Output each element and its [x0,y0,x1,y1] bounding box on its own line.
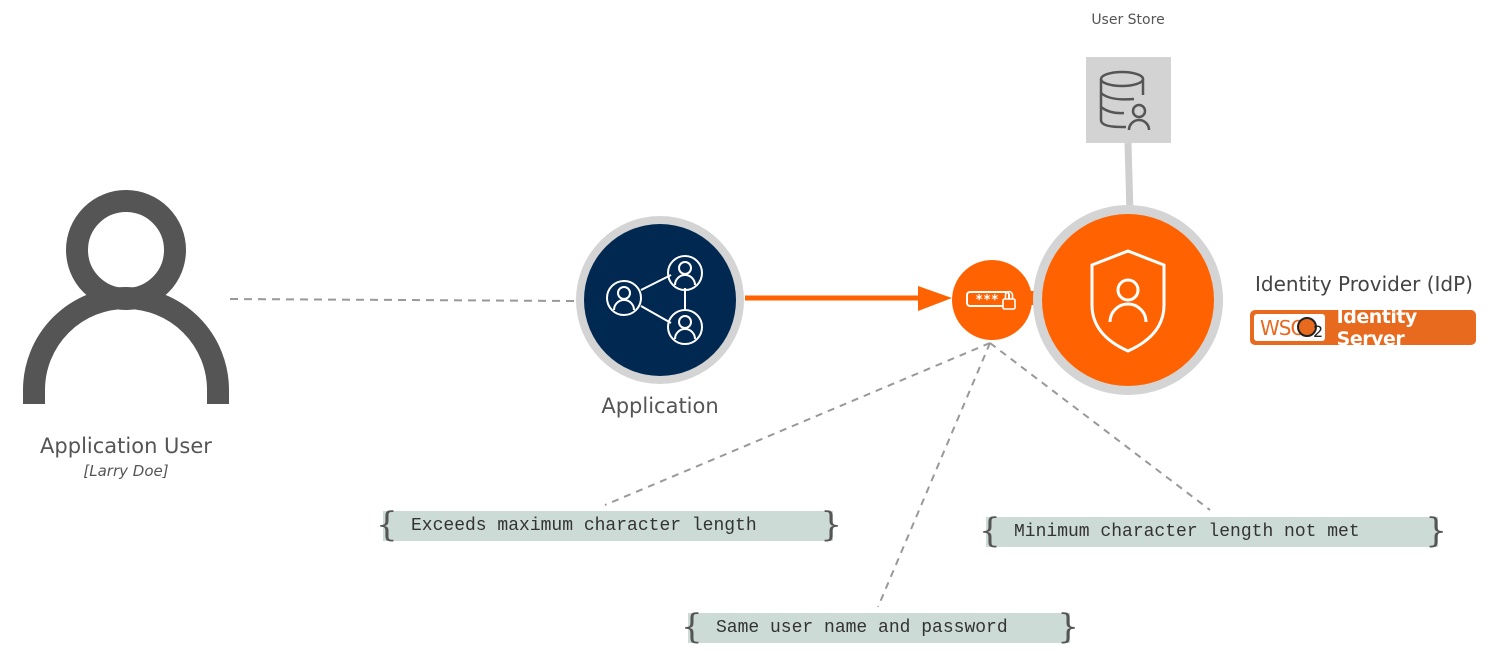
wso2-product-name: Identity Server [1336,305,1418,350]
right-brace-icon: } [820,505,842,545]
application-user-icon [23,190,229,404]
wso2-logo-circle [1297,317,1317,337]
note-same-user-password-text: Same user name and password [716,618,1008,638]
application-user-label: Application User [40,434,212,458]
identity-provider-icon [1033,205,1223,395]
right-brace-icon: } [1425,511,1447,551]
wso2-identity-server-logo: WSO 2 Identity Server [1250,306,1476,350]
password-mask-text: *** [975,293,999,308]
left-brace-icon: { [681,607,703,647]
user-store-database-icon [1086,57,1171,143]
application-icon [576,216,744,384]
note-max-length-text: Exceeds maximum character length [411,516,757,536]
user-store-label: User Store [1091,12,1165,28]
wso2-logo-digit: 2 [1313,322,1324,341]
note-same-user-password: { Same user name and password } [681,608,1079,646]
right-brace-icon: } [1057,607,1079,647]
left-brace-icon: { [979,511,1001,551]
left-brace-icon: { [376,505,398,545]
wso2-logo-mark: WSO 2 [1254,314,1325,341]
user-store-connector [1124,142,1134,214]
user-app-connector [229,298,577,302]
note-min-length: { Minimum character length not met } [979,512,1447,550]
application-label: Application [601,394,719,418]
identity-provider-label: Identity Provider (IdP) [1255,272,1473,296]
auth-request-arrow [745,286,952,311]
note-max-length: { Exceeds maximum character length } [376,506,842,544]
policy-note-connectors [604,342,1211,608]
application-user-name: [Larry Doe] [83,462,169,480]
note-min-length-text: Minimum character length not met [1014,522,1360,542]
